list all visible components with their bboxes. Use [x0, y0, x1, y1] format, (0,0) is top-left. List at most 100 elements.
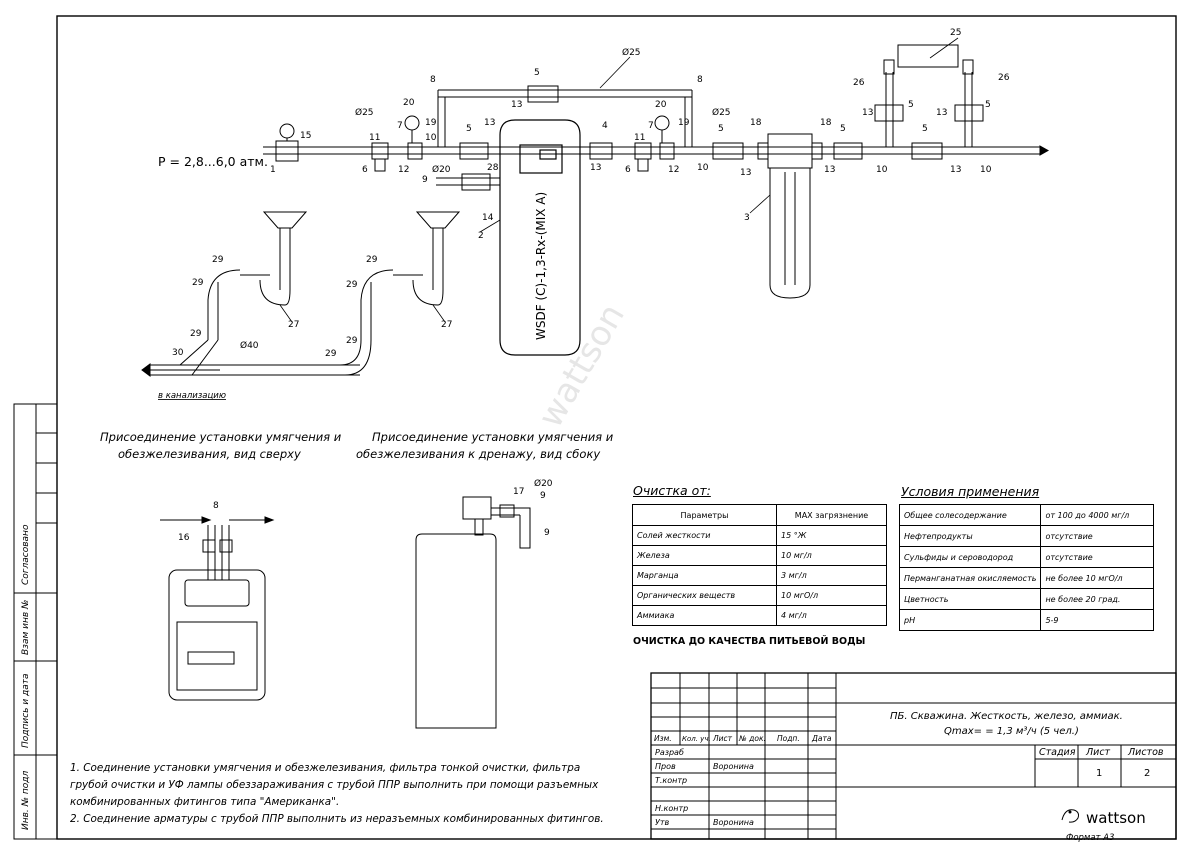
callout-9b: 9: [540, 491, 546, 501]
callout-17: 17: [513, 487, 524, 497]
callout-27a: 27: [288, 320, 299, 330]
callout-3: 3: [744, 213, 750, 223]
callout-7a: 7: [397, 121, 403, 131]
conditions-title: Условия применения: [901, 484, 1040, 499]
drawing-frame: [13, 15, 1177, 840]
callout-11b: 11: [634, 133, 645, 143]
side-view-drawing: [415, 496, 531, 729]
tb-format: Формат А3: [1066, 833, 1114, 843]
callout-15: 15: [300, 131, 311, 141]
view-captions: Присоединение установки умягчения и обез…: [100, 430, 614, 461]
callout-16: 16: [178, 533, 190, 543]
callout-10d: 10: [980, 165, 992, 175]
tb-sheet-number: 1: [1096, 768, 1102, 779]
callout-5d: 5: [840, 124, 846, 134]
callout-13g: 13: [936, 108, 947, 118]
callout-29a: 29: [212, 255, 224, 265]
callout-5a: 5: [534, 68, 540, 78]
diameter-right: Ø25: [712, 107, 731, 118]
condition-param: pH: [898, 609, 1042, 631]
pressure-label: P = 2,8...6,0 атм.: [158, 154, 268, 169]
callout-28: 28: [487, 163, 499, 173]
callout-14: 14: [482, 213, 494, 223]
callout-20b: 20: [655, 100, 667, 110]
tb-header-count: Кол. уч.: [682, 735, 711, 743]
wattson-logo-icon: [1061, 809, 1079, 823]
callout-10b: 10: [697, 163, 709, 173]
note-line: 2. Соединение арматуры с трубой ППР выпо…: [70, 813, 604, 825]
callout-1: 1: [270, 165, 276, 175]
cleaning-header-row: Параметры MAX загрязнение: [632, 504, 887, 526]
note-line: 1. Соединение установки умягчения и обез…: [70, 762, 581, 774]
callout-9c: 9: [544, 528, 550, 538]
note-line: грубой очистки и УФ лампы обеззараживани…: [70, 779, 599, 791]
cleaning-table: Параметры MAX загрязнение Солей жесткост…: [632, 504, 887, 626]
callout-5e: 5: [908, 100, 914, 110]
tb-role-norm-control: Н.контр: [655, 804, 688, 813]
tb-sheet-header: Лист: [1085, 747, 1111, 758]
diameter-drain: Ø40: [240, 340, 259, 351]
callout-8c: 8: [213, 501, 219, 511]
callout-13b: 13: [484, 118, 495, 128]
callout-11a: 11: [369, 133, 380, 143]
callout-18a: 18: [750, 118, 762, 128]
tb-company: wattson: [1086, 809, 1146, 827]
callout-13f: 13: [862, 108, 873, 118]
stamp-signature-date: Подпись и дата: [21, 673, 31, 748]
stamp-replace-inv: Взам инв №: [21, 600, 31, 655]
callout-7b: 7: [648, 121, 654, 131]
tb-header-change: Изм.: [654, 734, 672, 743]
tb-sheets-header: Листов: [1127, 747, 1164, 758]
caption-top-view-line2: обезжелезивания, вид сверху: [118, 447, 301, 461]
drain-line: [141, 173, 500, 377]
callout-12a: 12: [398, 165, 409, 175]
stamp-agreed: Согласовано: [21, 524, 31, 585]
tb-header-sheet: Лист: [712, 734, 733, 743]
callout-29b: 29: [192, 278, 204, 288]
callout-18b: 18: [820, 118, 832, 128]
tb-name-approver: Воронина: [713, 818, 754, 827]
tb-name-checker: Воронина: [713, 762, 754, 771]
tb-header-date: Дата: [811, 734, 832, 743]
quality-heading: ОЧИСТКА ДО КАЧЕСТВА ПИТЬЕВОЙ ВОДЫ: [633, 636, 866, 647]
tb-sheet-count: 2: [1144, 768, 1150, 779]
callout-20a: 20: [403, 98, 415, 108]
callout-27b: 27: [441, 320, 452, 330]
cleaning-title: Очистка от:: [633, 483, 711, 498]
notes: 1. Соединение установки умягчения и обез…: [70, 760, 640, 828]
callout-29c: 29: [190, 329, 202, 339]
top-view-labels: 8 16: [178, 501, 219, 543]
callout-19b: 19: [678, 118, 690, 128]
cleaning-value: 4 мг/л: [776, 605, 887, 626]
callout-5f: 5: [985, 100, 991, 110]
callout-29e: 29: [346, 280, 358, 290]
callout-29d: 29: [366, 255, 378, 265]
unit-label: WSDF (C)-1,3-Rx-(MIX A): [534, 192, 548, 340]
callout-10a: 10: [425, 133, 437, 143]
diameter-mid: Ø20: [432, 164, 451, 175]
tb-stage-header: Стадия: [1039, 747, 1076, 758]
callout-26b: 26: [998, 73, 1010, 83]
tb-role-checker: Пров: [655, 762, 676, 771]
callout-13e: 13: [824, 165, 835, 175]
callout-12b: 12: [668, 165, 679, 175]
callout-13h: 13: [950, 165, 961, 175]
softener-tank: WSDF (C)-1,3-Rx-(MIX A): [499, 119, 581, 356]
callout-30: 30: [172, 348, 184, 358]
caption-top-view-line1: Присоединение установки умягчения и: [100, 430, 342, 444]
diameter-top: Ø25: [622, 47, 641, 58]
callout-5c: 5: [718, 124, 724, 134]
tb-flow: Qmax= = 1,3 м³/ч (5 чел.): [944, 726, 1079, 737]
caption-side-view-line1: Присоединение установки умягчения и: [372, 430, 614, 444]
callout-29g: 29: [346, 336, 358, 346]
tb-role-tech-control: Т.контр: [655, 776, 687, 785]
leader-lines: [279, 37, 959, 323]
tb-header-doc: № док.: [738, 734, 766, 743]
